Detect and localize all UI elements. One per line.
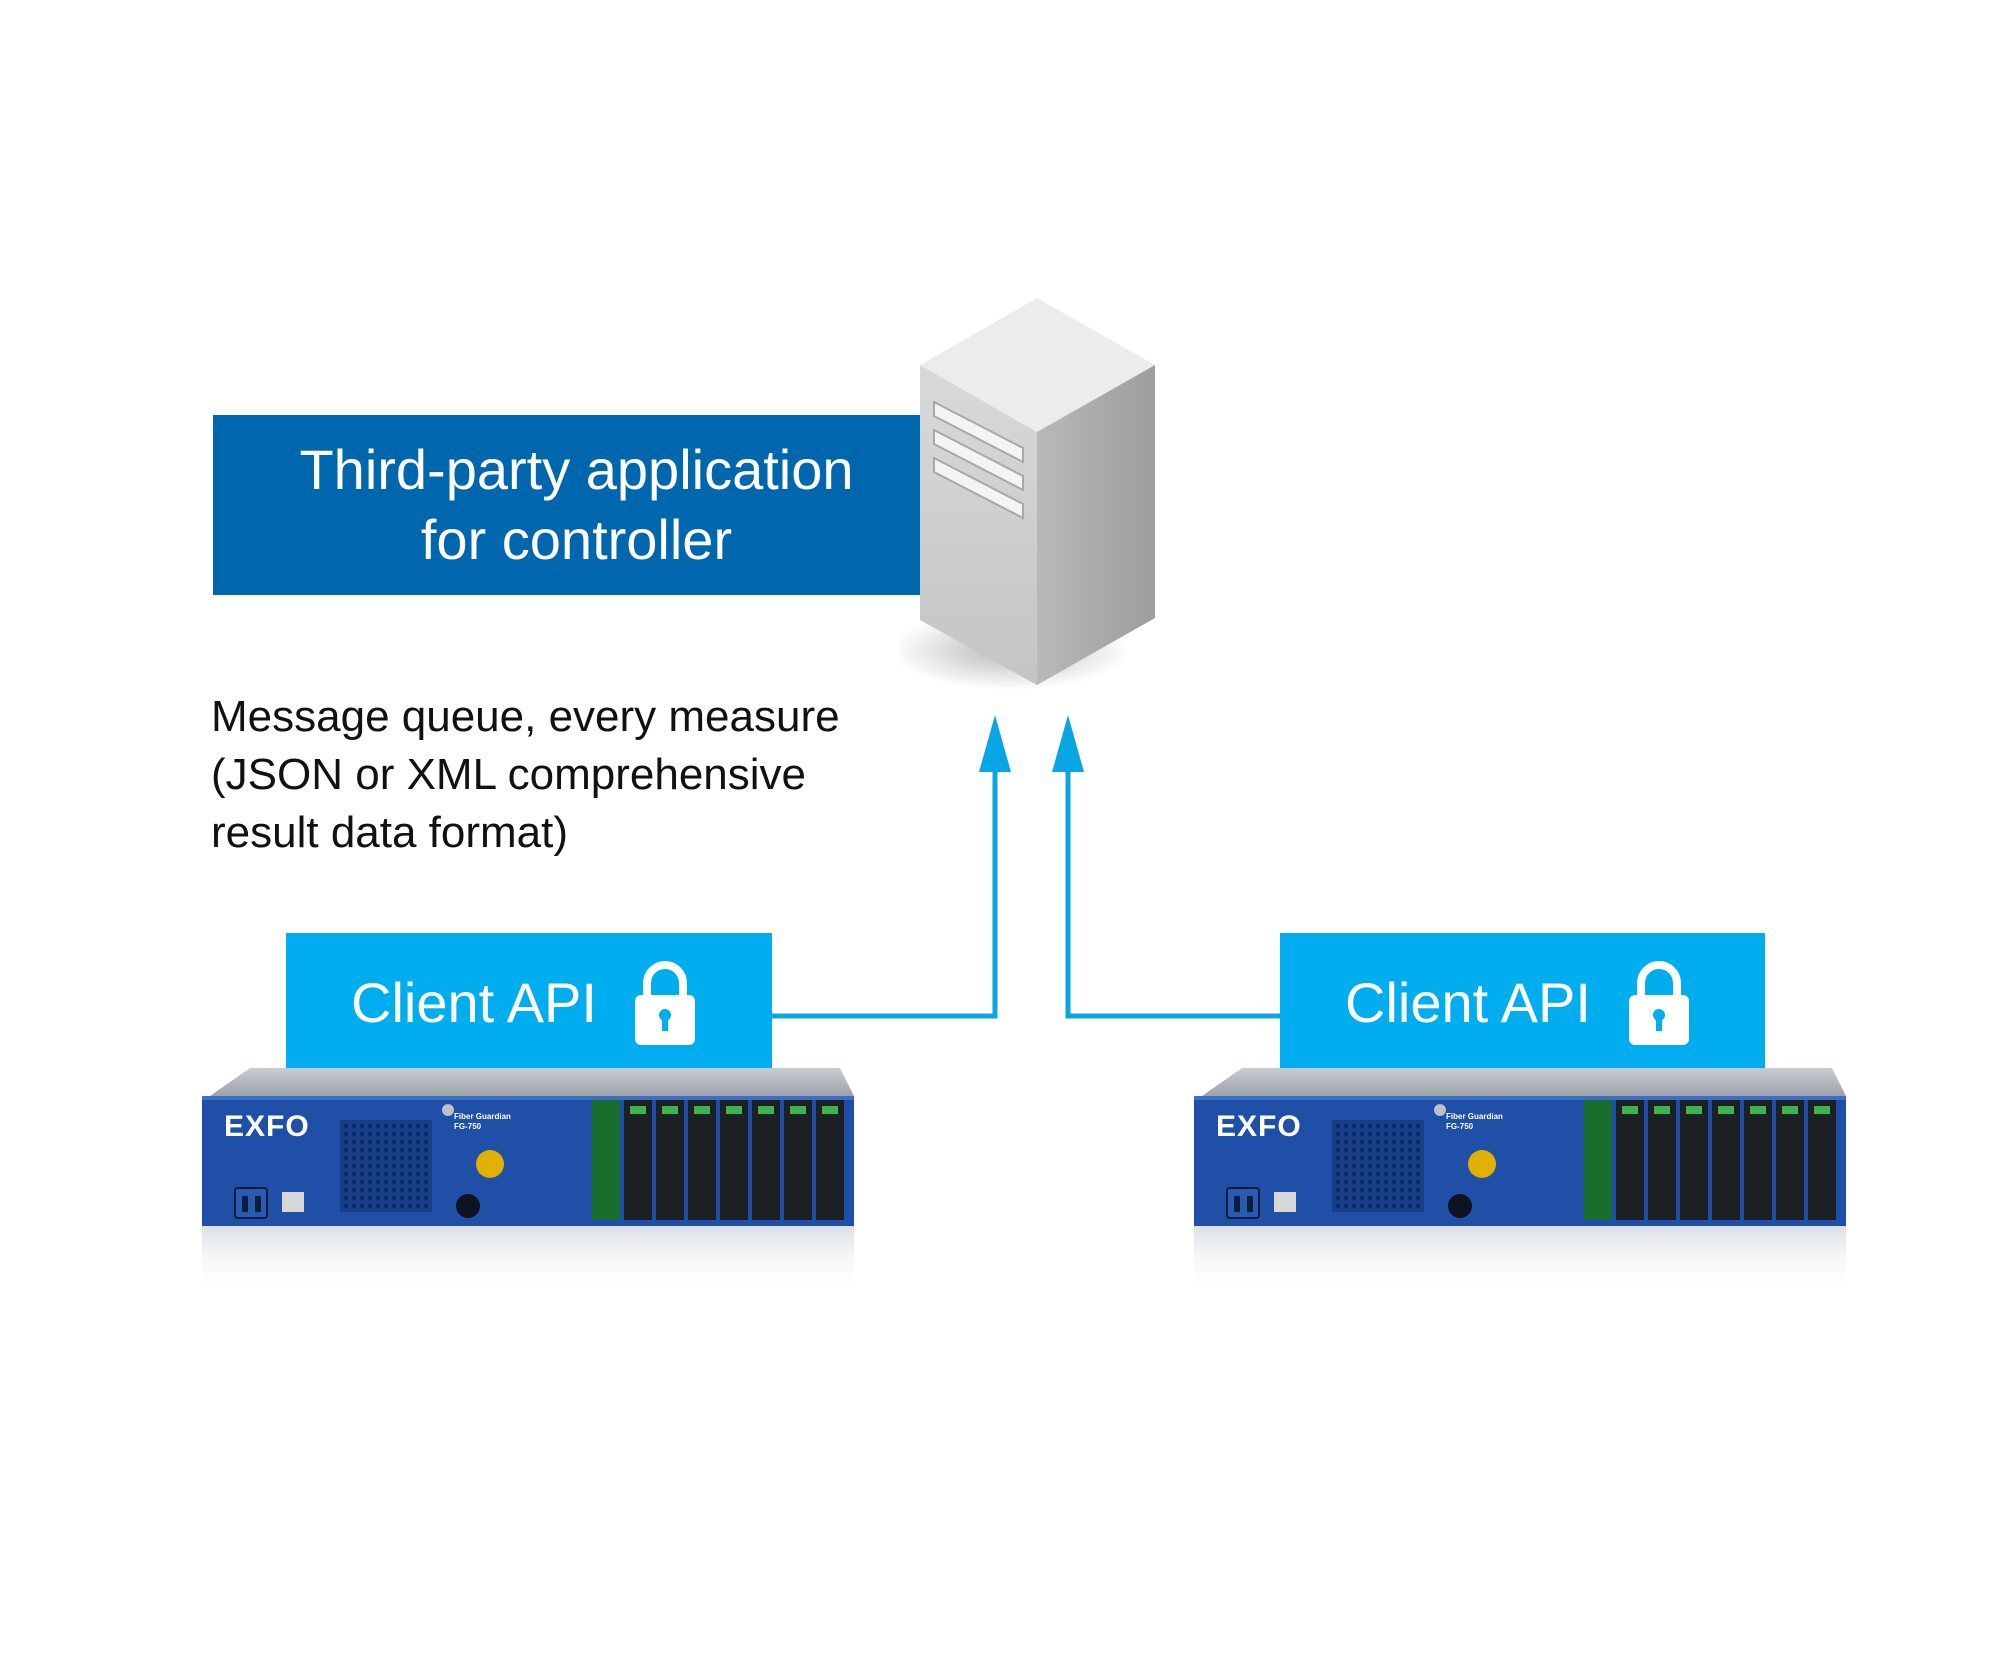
message-queue-line2: (JSON or XML comprehensive	[211, 750, 807, 799]
client-api-label: Client API	[351, 971, 597, 1034]
rack-unit-graphic	[202, 1068, 854, 1296]
padlock-icon	[1629, 961, 1689, 1045]
rack-unit-graphic	[1194, 1068, 1846, 1296]
module-slots	[1584, 1100, 1836, 1220]
exfo-device-1: EXFO Fiber Guardian FG-750	[200, 1060, 860, 1305]
device-model-line2: FG-750	[1446, 1122, 1474, 1131]
device-model-line2: FG-750	[454, 1122, 482, 1131]
server-top	[920, 298, 1155, 432]
arrowhead-left	[979, 715, 1011, 772]
message-queue-line3: result data format)	[211, 808, 569, 857]
controller-label-line1: Third-party application	[299, 438, 854, 501]
exfo-device-2: EXFO Fiber Guardian FG-750	[1192, 1060, 1852, 1305]
message-queue-description: Message queue, every measure (JSON or XM…	[211, 688, 891, 862]
padlock-icon	[635, 961, 695, 1045]
arrowhead-right	[1052, 715, 1084, 772]
device-model-line1: Fiber Guardian	[454, 1112, 511, 1121]
exfo-logo: EXFO	[224, 1110, 310, 1143]
device-model-label: Fiber Guardian FG-750	[1446, 1112, 1506, 1132]
device-model-label: Fiber Guardian FG-750	[454, 1112, 514, 1132]
message-queue-line1: Message queue, every measure	[211, 692, 840, 741]
client-api-box-1: Client API	[286, 933, 772, 1068]
module-slots	[592, 1100, 844, 1220]
controller-banner: Third-party application for controller	[213, 415, 940, 595]
client-api-label: Client API	[1345, 971, 1591, 1034]
exfo-logo: EXFO	[1216, 1110, 1302, 1143]
controller-label-line2: for controller	[420, 508, 733, 571]
vent-dots	[344, 1124, 428, 1208]
connector-right	[1065, 760, 1280, 1019]
usb-ports	[1226, 1187, 1296, 1219]
device-model-line1: Fiber Guardian	[1446, 1112, 1503, 1121]
connector-left	[772, 760, 998, 1019]
server-tower-icon	[900, 298, 1155, 690]
server-side	[1037, 365, 1155, 685]
vent-dots	[1336, 1124, 1420, 1208]
client-api-box-2: Client API	[1280, 933, 1765, 1068]
usb-ports	[234, 1187, 304, 1219]
server-vent-slots	[933, 400, 1024, 520]
